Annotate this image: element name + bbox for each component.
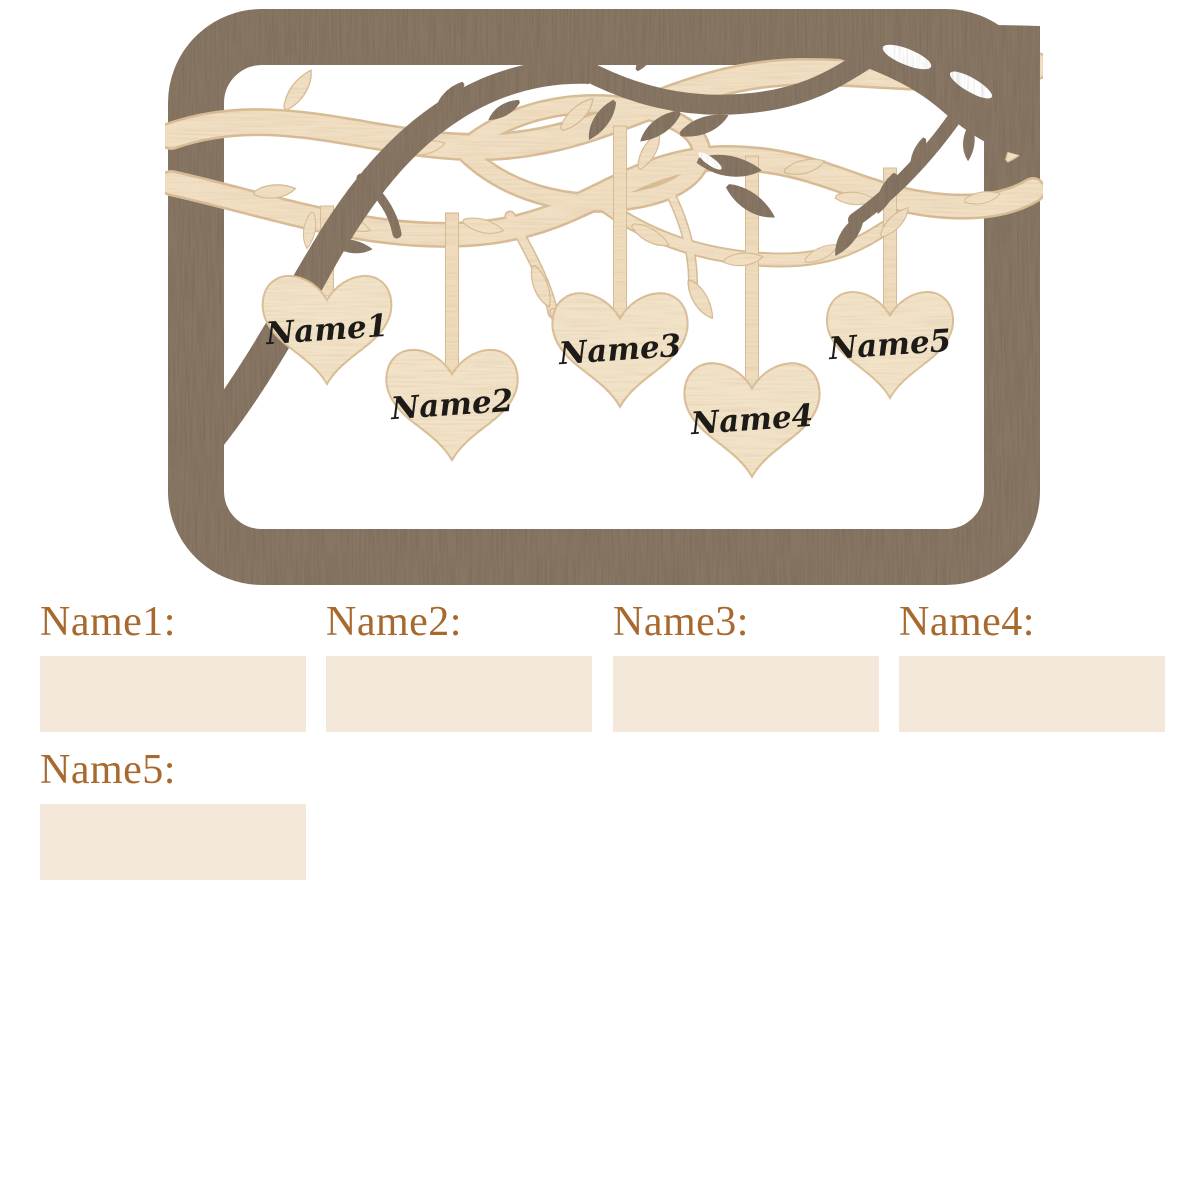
name4-field-group: Name4: [899,600,1165,732]
name1-field-group: Name1: [40,600,306,732]
tree-trunk [169,57,593,474]
heart-name-text: Name5 [827,323,953,368]
name5-label: Name5: [40,747,176,793]
heart-charm [825,291,955,400]
heart-charm [683,362,821,479]
name5-field-group: Name5: [40,748,306,880]
dark-branches [169,25,1040,474]
heart-charm [261,274,393,387]
name3-field-group: Name3: [613,600,879,732]
family-tree-sign: Name1 Name2 Name3 Name4 Name5 [157,9,1051,585]
corner-branch-mass [805,25,1040,158]
name2-input[interactable] [326,656,592,732]
heart-name-text: Name1 [264,308,390,353]
heart-charm [551,292,689,409]
name3-label: Name3: [613,599,749,645]
name1-label: Name1: [40,599,176,645]
heart-charm [385,348,519,463]
name4-label: Name4: [899,599,1035,645]
name4-input[interactable] [899,656,1165,732]
name5-input[interactable] [40,804,306,880]
heart-charms [261,274,955,479]
name2-label: Name2: [326,599,462,645]
wood-frame [168,9,1040,585]
name2-field-group: Name2: [326,600,592,732]
product-preview-image: Name1 Name2 Name3 Name4 Name5 [157,8,1051,586]
heart-name-text: Name2 [389,383,515,428]
name3-input[interactable] [613,656,879,732]
heart-string [445,212,459,374]
name1-input[interactable] [40,656,306,732]
heart-name-text: Name3 [557,328,683,373]
heart-string [613,125,627,317]
heart-name-text: Name4 [689,398,815,443]
